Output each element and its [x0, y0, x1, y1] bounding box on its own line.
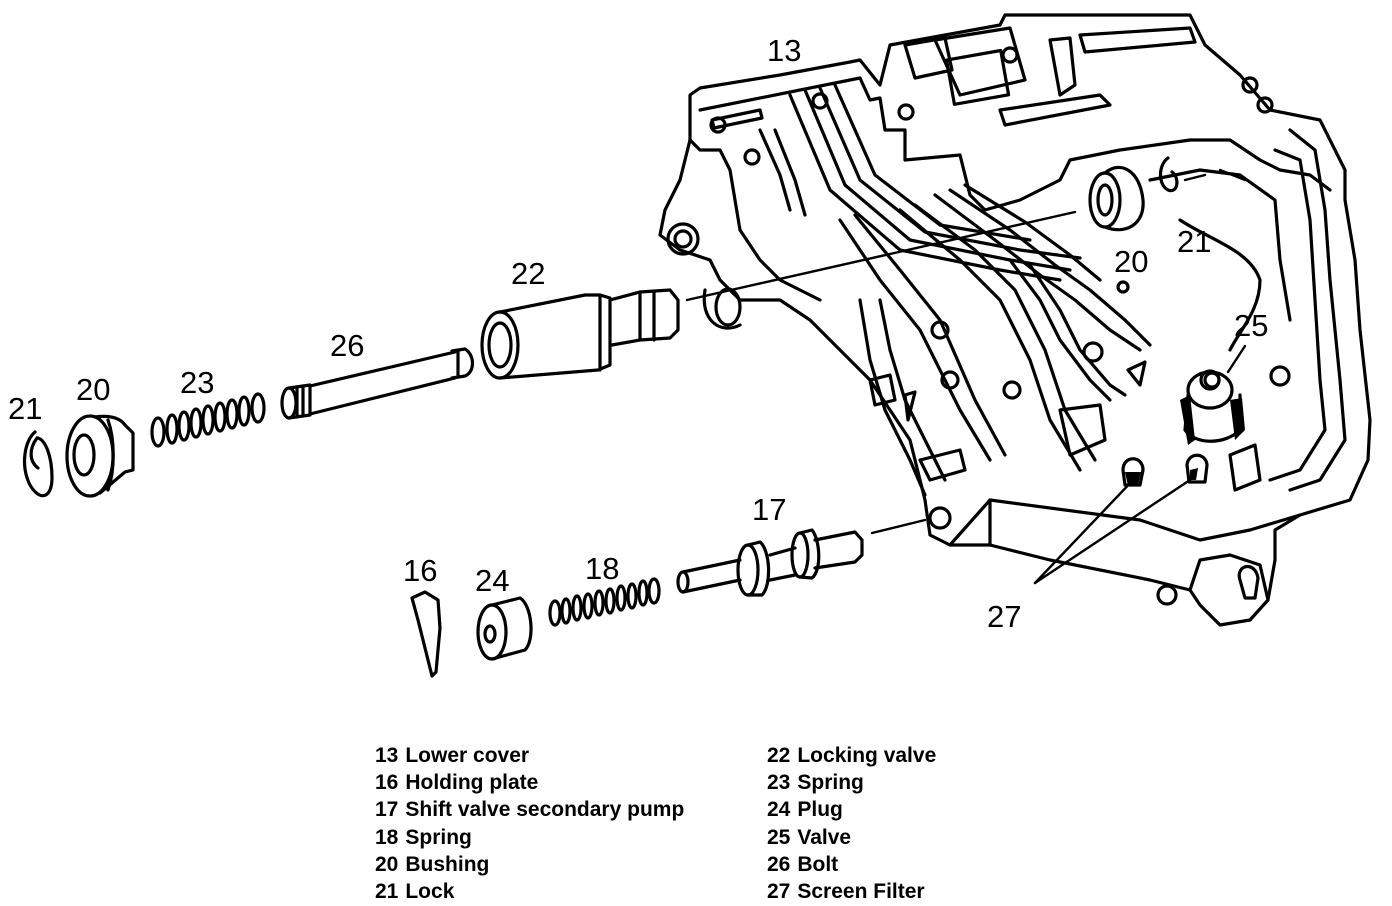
legend-item-label: Spring — [797, 771, 864, 795]
legend-item-label: Lock — [405, 880, 455, 904]
legend-item: 13 Lower cover — [375, 742, 684, 769]
legend-item-label: Spring — [405, 825, 472, 849]
legend-item-label: Screen Filter — [797, 880, 925, 904]
callout-20-left: 20 — [76, 372, 111, 407]
callout-27: 27 — [987, 599, 1022, 634]
legend-item-label: Valve — [797, 825, 852, 849]
plug-part-24 — [476, 596, 533, 661]
legend-item-label: Holding plate — [405, 771, 539, 795]
alignment-lines — [685, 168, 1247, 585]
legend-item-number: 13 — [375, 744, 399, 767]
legend-item-label: Lower cover — [405, 744, 530, 767]
legend-item-label: Shift valve secondary pump — [405, 798, 685, 822]
locking-valve-part-22 — [480, 288, 680, 380]
callout-21-body: 21 — [1177, 224, 1212, 259]
legend-item-label: Plug — [797, 798, 843, 822]
bolt-part-26 — [280, 347, 475, 420]
bushing-part-20 — [65, 414, 135, 498]
legend-item-label: Bolt — [797, 852, 839, 876]
callout-17: 17 — [752, 492, 787, 527]
legend-item-number: 18 — [375, 825, 399, 849]
legend-item-label: Locking valve — [797, 744, 937, 767]
legend-item-number: 25 — [767, 825, 791, 849]
callout-16: 16 — [403, 553, 438, 588]
spring-part-23 — [150, 392, 266, 448]
callout-13: 13 — [767, 33, 802, 68]
callout-23: 23 — [180, 365, 215, 400]
legend-item-number: 23 — [767, 771, 791, 795]
legend-item-label: Bushing — [405, 852, 490, 876]
callout-25: 25 — [1234, 308, 1269, 343]
legend-item-number: 17 — [375, 798, 399, 822]
callout-20-body: 20 — [1114, 244, 1149, 279]
callout-26: 26 — [330, 328, 365, 363]
legend-item-number: 26 — [767, 852, 791, 876]
legend-item-number: 20 — [375, 852, 399, 876]
legend-item-number: 27 — [767, 880, 791, 904]
callout-24: 24 — [475, 563, 510, 598]
legend-item: 22 Locking valve — [767, 742, 936, 769]
holding-plate-part-16 — [410, 590, 442, 678]
callout-18: 18 — [585, 551, 620, 586]
legend-item-number: 16 — [375, 771, 399, 795]
legend-item-number: 24 — [767, 798, 791, 822]
shift-valve-part-17 — [676, 528, 864, 597]
callout-21-left: 21 — [8, 391, 43, 426]
lock-part-21 — [22, 430, 54, 498]
legend-item-number: 21 — [375, 880, 399, 904]
spring-part-18 — [548, 577, 661, 627]
legend-item-number: 22 — [767, 744, 791, 767]
callout-22: 22 — [511, 256, 546, 291]
